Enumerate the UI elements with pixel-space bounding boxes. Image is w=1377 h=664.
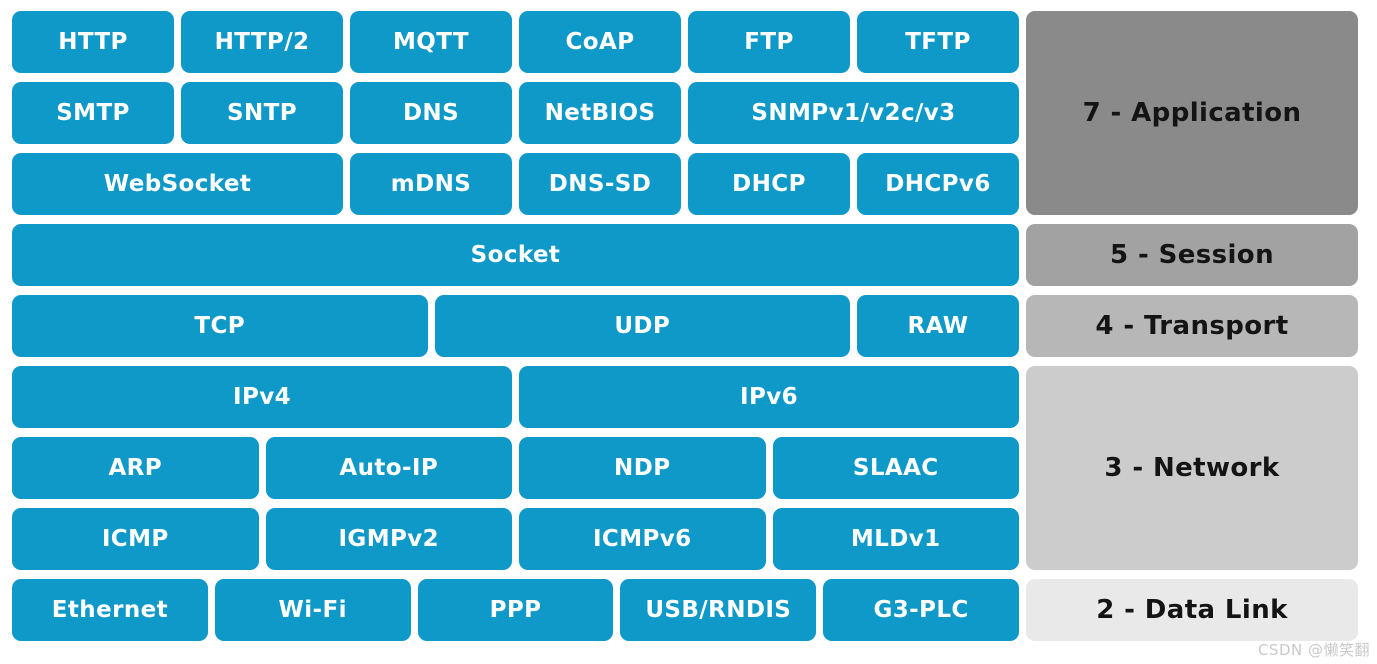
layer-box-session: 5 - Session [1026,224,1358,286]
watermark: CSDN @懒笑翻 [1257,641,1370,659]
protocol-box-usb-rndis: USB/RNDIS [620,579,817,641]
protocol-box-dns-sd: DNS-SD [519,153,681,215]
protocol-box-netbios: NetBIOS [519,82,681,144]
layer-box-transport: 4 - Transport [1026,295,1358,357]
protocol-box-udp: UDP [434,295,850,357]
protocol-box-g3-plc: G3-PLC [823,579,1019,641]
protocol-box-dhcpv6: DHCPv6 [857,153,1019,215]
protocol-box-http: HTTP [12,11,174,73]
protocol-box-icmp: ICMP [12,508,259,570]
protocol-box-smtp: SMTP [12,82,174,144]
protocol-box-http-2: HTTP/2 [181,11,343,73]
protocol-box-websocket: WebSocket [12,153,343,215]
protocol-box-socket: Socket [12,224,1019,286]
protocol-box-tftp: TFTP [857,11,1019,73]
protocol-box-arp: ARP [12,437,259,499]
layer-box-data-link: 2 - Data Link [1026,579,1358,641]
protocol-box-snmpv1-v2c-v3: SNMPv1/v2c/v3 [688,82,1019,144]
protocol-box-ftp: FTP [688,11,850,73]
protocol-box-ipv6: IPv6 [519,366,1019,428]
protocol-box-raw: RAW [857,295,1019,357]
protocol-box-dns: DNS [350,82,512,144]
protocol-row-4: Socket [12,224,1019,286]
protocol-box-auto-ip: Auto-IP [265,437,512,499]
protocol-box-ethernet: Ethernet [12,579,208,641]
protocol-box-mqtt: MQTT [350,11,512,73]
protocol-box-igmpv2: IGMPv2 [265,508,512,570]
protocol-box-ndp: NDP [519,437,766,499]
protocol-box-icmpv6: ICMPv6 [519,508,766,570]
layer-box-application: 7 - Application [1026,11,1358,215]
protocol-box-slaac: SLAAC [772,437,1019,499]
protocol-box-mdns: mDNS [350,153,512,215]
protocol-box-mldv1: MLDv1 [772,508,1019,570]
protocol-box-dhcp: DHCP [688,153,850,215]
protocol-box-ppp: PPP [417,579,614,641]
protocol-box-sntp: SNTP [181,82,343,144]
protocol-box-wi-fi: Wi-Fi [214,579,411,641]
osi-layer-column: 7 - Application 5 - Session 4 - Transport 3… [1026,11,1358,641]
protocol-box-tcp: TCP [12,295,428,357]
protocol-box-coap: CoAP [519,11,681,73]
protocol-box-ipv4: IPv4 [12,366,512,428]
layer-box-network: 3 - Network [1026,366,1358,570]
